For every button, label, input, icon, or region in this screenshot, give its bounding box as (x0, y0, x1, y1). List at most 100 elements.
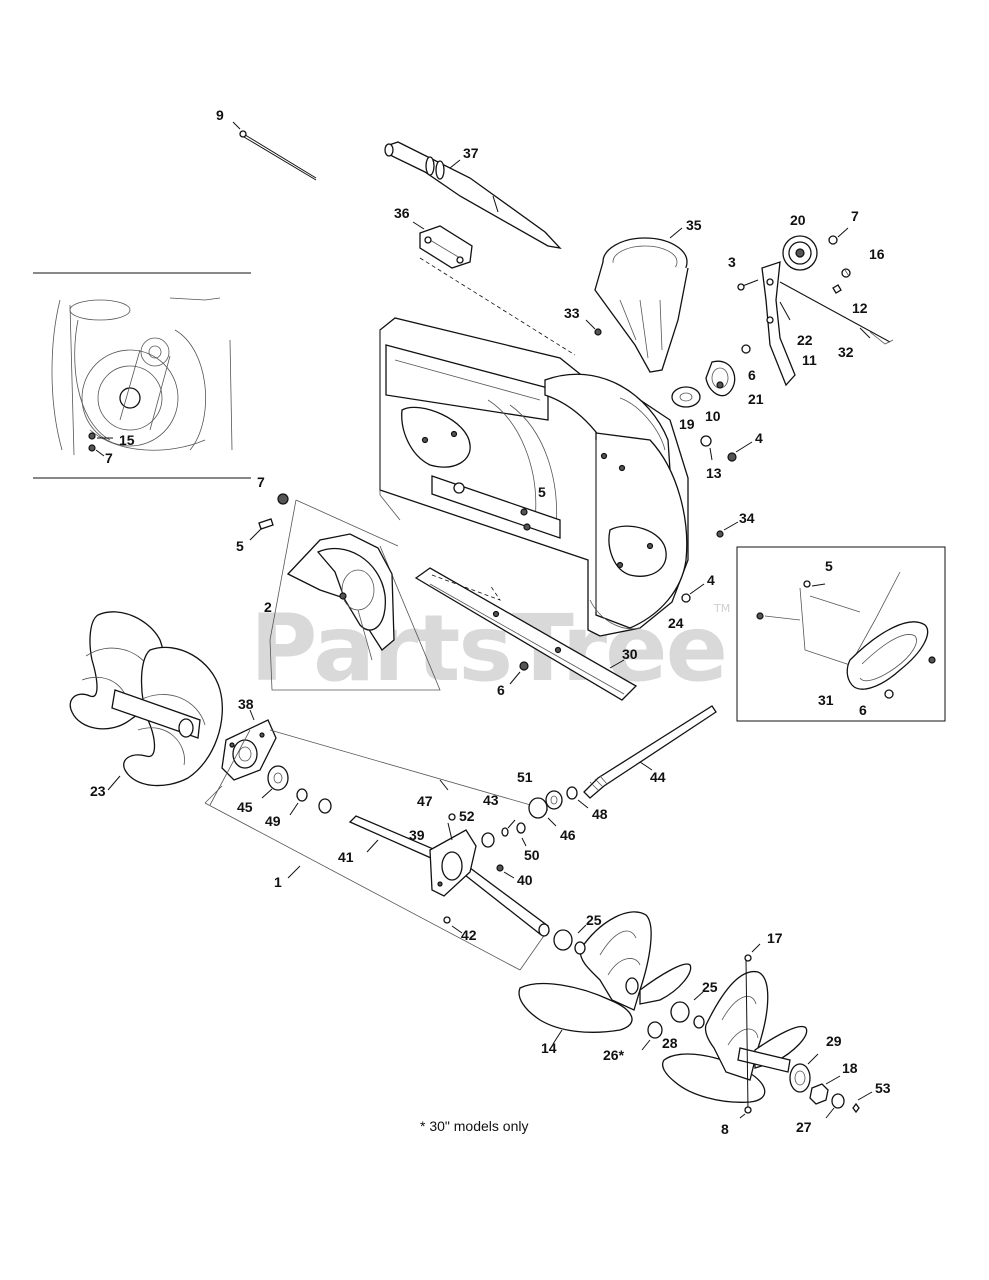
callout-24: 24 (668, 615, 684, 631)
part-39-gearbox (429, 813, 477, 897)
part-18-nut (809, 1083, 829, 1105)
callout-6: 6 (748, 367, 756, 383)
callout-48: 48 (592, 806, 608, 822)
part-34-nut (716, 530, 724, 538)
callout-2: 2 (264, 599, 272, 615)
callout-19: 19 (679, 416, 695, 432)
part-53-clip (852, 1102, 860, 1114)
callout-51: 51 (517, 769, 533, 785)
callout-7-left: 7 (257, 474, 265, 490)
callout-16: 16 (869, 246, 885, 262)
callout-3: 3 (728, 254, 736, 270)
callout-13: 13 (706, 465, 722, 481)
part-35-chute (594, 227, 689, 373)
callout-35: 35 (686, 217, 702, 233)
callout-1: 1 (274, 874, 282, 890)
part-30-scraper-bar (414, 567, 638, 701)
watermark-trademark: TM (713, 602, 730, 615)
part-26-bushing (647, 1021, 663, 1039)
part-40-nut (496, 864, 504, 872)
part-37-shaft (384, 141, 562, 249)
callout-31: 31 (818, 692, 834, 708)
callout-40: 40 (517, 872, 533, 888)
callout-34: 34 (739, 510, 755, 526)
callout-39: 39 (409, 827, 425, 843)
callout-25-b: 25 (702, 979, 718, 995)
callout-38: 38 (238, 696, 254, 712)
callout-4: 4 (755, 430, 763, 446)
callout-7-inset: 7 (105, 450, 113, 466)
part-4-bolt-lower (681, 593, 691, 603)
callout-25-a: 25 (586, 912, 602, 928)
part-14-auger-right-a (518, 911, 692, 1045)
callout-4-lower: 4 (707, 572, 715, 588)
part-33-bolt (594, 328, 602, 336)
callout-36: 36 (394, 205, 410, 221)
callout-11: 11 (802, 352, 817, 368)
callout-21: 21 (748, 391, 764, 407)
part-51-bearing (545, 790, 563, 810)
callout-20: 20 (790, 212, 806, 228)
part-43-pin (501, 827, 509, 837)
part-45-bearing (267, 765, 289, 791)
callout-14: 14 (541, 1040, 557, 1056)
callout-6-inset: 6 (859, 702, 867, 718)
callout-33: 33 (564, 305, 580, 321)
callout-9: 9 (216, 107, 224, 123)
auger-housing (379, 317, 689, 637)
upper-right-hardware (671, 344, 753, 462)
callout-43: 43 (483, 792, 499, 808)
part-27-washer (831, 1093, 845, 1109)
callout-26: 26* (603, 1047, 625, 1063)
callout-50: 50 (524, 847, 540, 863)
part-25-bushing-a (553, 929, 573, 951)
callout-46: 46 (560, 827, 576, 843)
part-2-dashed-frame (269, 499, 441, 691)
part-46-bearing (528, 797, 548, 819)
callout-49: 49 (265, 813, 281, 829)
inset-skid-shoe (736, 546, 946, 722)
callout-17: 17 (767, 930, 783, 946)
callout-45: 45 (237, 799, 253, 815)
callout-5-inset: 5 (825, 558, 833, 574)
callout-44: 44 (650, 769, 666, 785)
callout-41: 41 (338, 849, 354, 865)
part-52-bushing (481, 832, 495, 848)
part-49-washer-b (318, 798, 332, 814)
callout-28: 28 (662, 1035, 678, 1051)
callout-27: 27 (796, 1119, 812, 1135)
callout-6-bar: 6 (497, 682, 505, 698)
part-2-side-plate (286, 533, 395, 661)
callout-30: 30 (622, 646, 638, 662)
part-5-bolt-left (258, 518, 274, 530)
callout-42: 42 (461, 927, 477, 943)
part-44-drive-shaft (583, 705, 717, 799)
part-50-washer (516, 822, 526, 834)
part-49-washer (296, 788, 308, 802)
part-36-bracket (412, 221, 576, 356)
part-41-shaft (348, 815, 550, 937)
callout-18: 18 (842, 1060, 858, 1076)
callout-47: 47 (417, 793, 433, 809)
part-7-nut-left (277, 493, 289, 505)
part-25-bushing-b (670, 1001, 690, 1023)
callout-53: 53 (875, 1080, 891, 1096)
part-23-auger-left (69, 611, 223, 791)
callout-labels: 9 37 36 35 20 7 16 3 12 33 22 32 11 6 21… (90, 107, 891, 1137)
callout-22: 22 (797, 332, 813, 348)
part-48-ring (566, 786, 578, 800)
part-42-pin (443, 916, 451, 924)
part-29-bearing (789, 1063, 811, 1093)
callout-12: 12 (852, 300, 868, 316)
part-auger-right-b (661, 943, 808, 1119)
callout-29: 29 (826, 1033, 842, 1049)
callout-8: 8 (721, 1121, 729, 1137)
part-38-bearing-housing (209, 709, 277, 806)
callout-10: 10 (705, 408, 721, 424)
callout-5-left: 5 (236, 538, 244, 554)
callout-7: 7 (851, 208, 859, 224)
part-9-rod (232, 121, 317, 181)
part-1-assembly-frame (204, 729, 549, 971)
callout-32: 32 (838, 344, 854, 360)
